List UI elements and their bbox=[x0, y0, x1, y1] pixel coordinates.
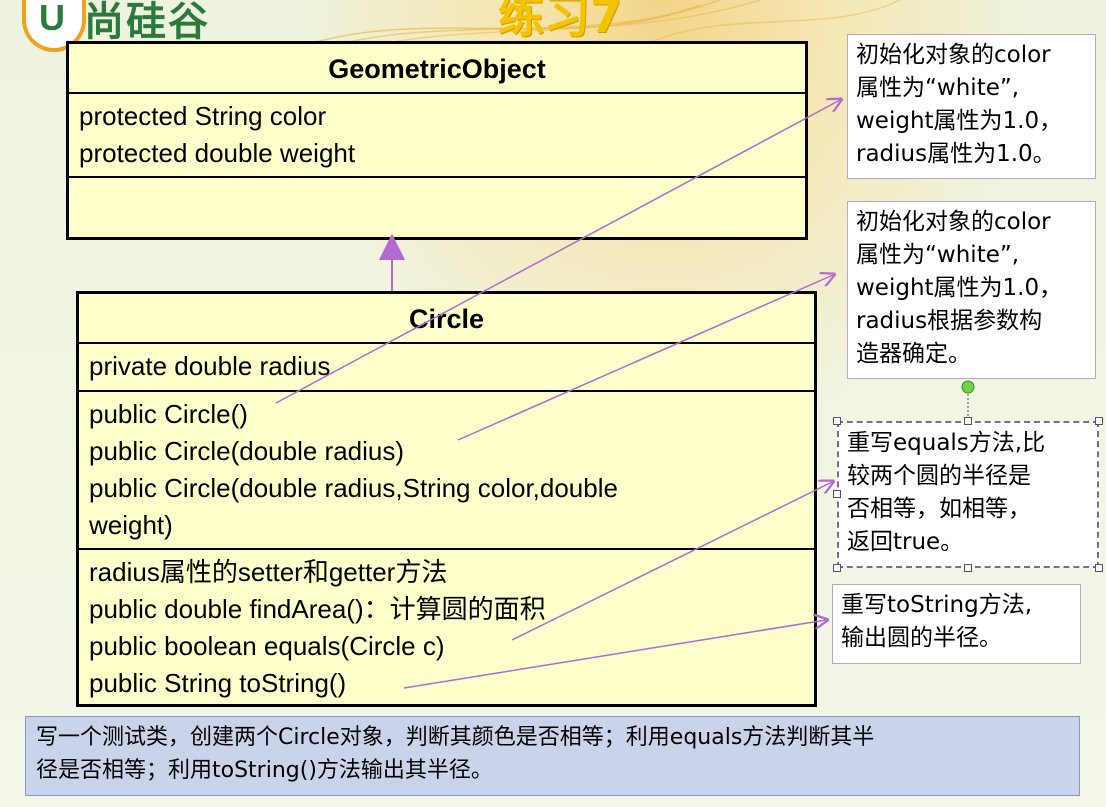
note3-line: 重写equals方法,比 bbox=[847, 430, 1046, 456]
resize-handle[interactable] bbox=[1095, 564, 1103, 572]
slide-title: 练习7 bbox=[498, 0, 623, 43]
resize-handle[interactable] bbox=[833, 564, 841, 572]
circle-class: Circle private double radius public Circ… bbox=[76, 291, 817, 707]
field-radius: private double radius bbox=[89, 351, 331, 381]
circle-fields: private double radius bbox=[79, 344, 814, 392]
note2-line: radius根据参数构 bbox=[856, 308, 1043, 334]
note2-line: 初始化对象的color bbox=[856, 209, 1051, 235]
note1-line: 属性为“white”, bbox=[856, 75, 1020, 101]
resize-handle[interactable] bbox=[964, 564, 972, 572]
circle-constructors: public Circle() public Circle(double rad… bbox=[79, 392, 814, 550]
note3-line: 否相等，如相等， bbox=[847, 496, 1031, 522]
task-line: 径是否相等；利用toString()方法输出其半径。 bbox=[36, 758, 493, 783]
geometric-object-title: GeometricObject bbox=[69, 44, 805, 94]
resize-handle[interactable] bbox=[833, 417, 841, 425]
method-to-string: public String toString() bbox=[89, 668, 347, 698]
note-to-string: 重写toString方法, 输出圆的半径。 bbox=[832, 584, 1081, 664]
note-equals[interactable]: 重写equals方法,比 较两个圆的半径是 否相等，如相等， 返回true。 bbox=[837, 421, 1099, 568]
note3-line: 较两个圆的半径是 bbox=[847, 463, 1031, 489]
note4-line: 重写toString方法, bbox=[841, 592, 1033, 618]
field-color: protected String color bbox=[79, 101, 327, 131]
geometric-object-class: GeometricObject protected String color p… bbox=[66, 41, 808, 240]
method-equals: public boolean equals(Circle c) bbox=[89, 631, 445, 661]
circle-title: Circle bbox=[79, 294, 814, 344]
note1-line: radius属性为1.0。 bbox=[856, 141, 1056, 167]
method-find-area: public double findArea()：计算圆的面积 bbox=[89, 594, 546, 624]
note1-line: weight属性为1.0， bbox=[856, 108, 1063, 134]
note3-line: 返回true。 bbox=[847, 529, 964, 555]
constructor-full-cont: weight) bbox=[89, 510, 173, 540]
logo-mark: U bbox=[39, 0, 65, 38]
logo-text: 尚硅谷 bbox=[84, 0, 210, 45]
circle-methods: radius属性的setter和getter方法 public double f… bbox=[79, 550, 814, 704]
resize-handle[interactable] bbox=[833, 490, 841, 498]
note2-line: 属性为“white”, bbox=[856, 242, 1020, 268]
note-default-constructor: 初始化对象的color 属性为“white”, weight属性为1.0， ra… bbox=[847, 34, 1096, 179]
geometric-object-fields: protected String color protected double … bbox=[69, 94, 805, 178]
task-line: 写一个测试类，创建两个Circle对象，判断其颜色是否相等；利用equals方法… bbox=[36, 725, 875, 750]
note2-line: weight属性为1.0， bbox=[856, 275, 1063, 301]
resize-handle[interactable] bbox=[1095, 417, 1103, 425]
note2-line: 造器确定。 bbox=[856, 341, 971, 367]
constructor-radius: public Circle(double radius) bbox=[89, 436, 405, 466]
note-radius-constructor: 初始化对象的color 属性为“white”, weight属性为1.0， ra… bbox=[847, 201, 1096, 379]
constructor-full: public Circle(double radius,String color… bbox=[89, 473, 618, 503]
field-weight: protected double weight bbox=[79, 138, 356, 168]
task-description: 写一个测试类，创建两个Circle对象，判断其颜色是否相等；利用equals方法… bbox=[25, 716, 1080, 796]
constructor-default: public Circle() bbox=[89, 399, 248, 429]
note1-line: 初始化对象的color bbox=[856, 42, 1051, 68]
geometric-object-methods bbox=[69, 178, 805, 237]
note4-line: 输出圆的半径。 bbox=[841, 625, 1002, 651]
resize-handle[interactable] bbox=[964, 417, 972, 425]
method-setter-getter: radius属性的setter和getter方法 bbox=[89, 557, 448, 587]
